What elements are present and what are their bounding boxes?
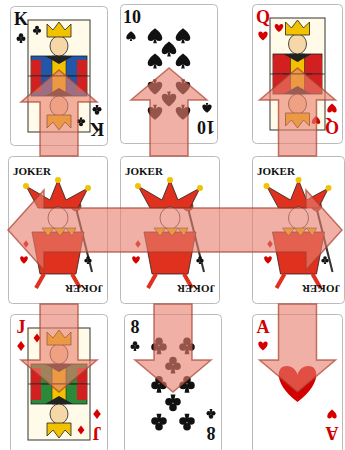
robe-sleeve — [77, 60, 87, 76]
crown — [47, 423, 71, 438]
card-rank: J — [13, 318, 29, 336]
joker-label: JOKER — [257, 166, 295, 177]
suit-pip — [148, 28, 163, 43]
suit-pip — [176, 53, 191, 68]
crown — [286, 20, 310, 35]
suit-pip — [78, 425, 85, 434]
playing-card: 10 10 — [120, 4, 218, 144]
robe-sleeve — [31, 384, 41, 400]
suit-pip — [327, 104, 336, 113]
collar — [284, 54, 312, 62]
suit-pip — [93, 409, 101, 419]
suit-pip — [131, 341, 140, 351]
card-rank: K — [13, 10, 29, 28]
suit-pip — [179, 414, 195, 431]
block-arrow — [21, 70, 97, 156]
block-arrow — [260, 68, 336, 156]
jester-bell — [135, 183, 141, 189]
face-head — [50, 36, 68, 56]
face-head — [289, 34, 307, 54]
jester-bell — [167, 177, 173, 183]
card-rank: 10 — [197, 118, 215, 136]
joker-label: JOKER — [177, 283, 215, 294]
block-arrow — [131, 68, 207, 156]
joker-card: JOKER JOKER — [252, 156, 345, 304]
collar — [45, 396, 73, 404]
robe-sleeve — [77, 384, 87, 400]
suit-pip — [275, 24, 284, 32]
suit-pip — [17, 341, 25, 351]
suit-pip — [84, 256, 91, 264]
playing-card: KK — [10, 6, 108, 146]
jester-bell — [23, 183, 29, 189]
joker-label: JOKER — [125, 166, 163, 177]
suit-pip — [207, 409, 216, 419]
playing-card: 88 — [124, 314, 222, 450]
suit-pip — [17, 33, 26, 43]
suit-pip — [148, 53, 163, 68]
robe-sleeve — [312, 58, 322, 74]
suit-pip — [196, 256, 203, 264]
suit-pip — [151, 414, 167, 431]
suit-pip — [132, 256, 140, 263]
jester-bell — [85, 185, 91, 191]
suit-pip — [162, 41, 177, 56]
card-rank: K — [89, 120, 105, 138]
suit-pip — [321, 256, 328, 264]
block-arrow — [260, 304, 336, 392]
suit-pip — [93, 105, 102, 115]
suit-pip — [202, 103, 211, 113]
suit-pip — [176, 28, 191, 43]
suit-pip — [20, 256, 28, 263]
jester-bell — [197, 185, 203, 191]
block-arrow — [8, 190, 342, 270]
robe-sleeve — [273, 58, 283, 74]
card-rank: 10 — [123, 8, 141, 26]
playing-card: AA — [252, 314, 343, 450]
suit-pip — [165, 395, 181, 412]
joker-label: JOKER — [13, 166, 51, 177]
crown — [47, 22, 71, 37]
block-arrow — [21, 304, 97, 392]
suit-pip — [126, 31, 135, 41]
jester-bell — [55, 177, 61, 183]
suit-pip — [258, 32, 267, 41]
card-rank: Q — [255, 8, 271, 26]
joker-label: JOKER — [65, 283, 103, 294]
jester-bell — [264, 183, 270, 189]
joker-label: JOKER — [302, 283, 340, 294]
joker-card: JOKER JOKER — [120, 156, 220, 304]
block-arrow — [135, 304, 211, 392]
playing-card: JJ — [10, 314, 108, 450]
face-figure — [31, 22, 87, 76]
suit-pip — [33, 26, 41, 35]
card-rank: 8 — [203, 424, 219, 442]
card-rank: J — [89, 424, 105, 442]
suit-pip — [264, 256, 272, 263]
suit-pip — [258, 342, 267, 351]
card-rank: Q — [324, 118, 340, 136]
playing-card: QQ — [252, 4, 343, 144]
face-head — [50, 404, 68, 424]
collar — [45, 56, 73, 64]
suit-pip — [327, 410, 336, 419]
card-rank: A — [255, 318, 271, 336]
face-figure — [273, 20, 322, 74]
robe-sleeve — [31, 60, 41, 76]
joker-card: JOKER JOKER — [8, 156, 108, 304]
jester-bell — [296, 177, 302, 183]
card-rank: 8 — [127, 318, 143, 336]
card-rank: A — [324, 424, 340, 442]
jester-hat — [138, 180, 200, 208]
jester-bell — [326, 185, 332, 191]
